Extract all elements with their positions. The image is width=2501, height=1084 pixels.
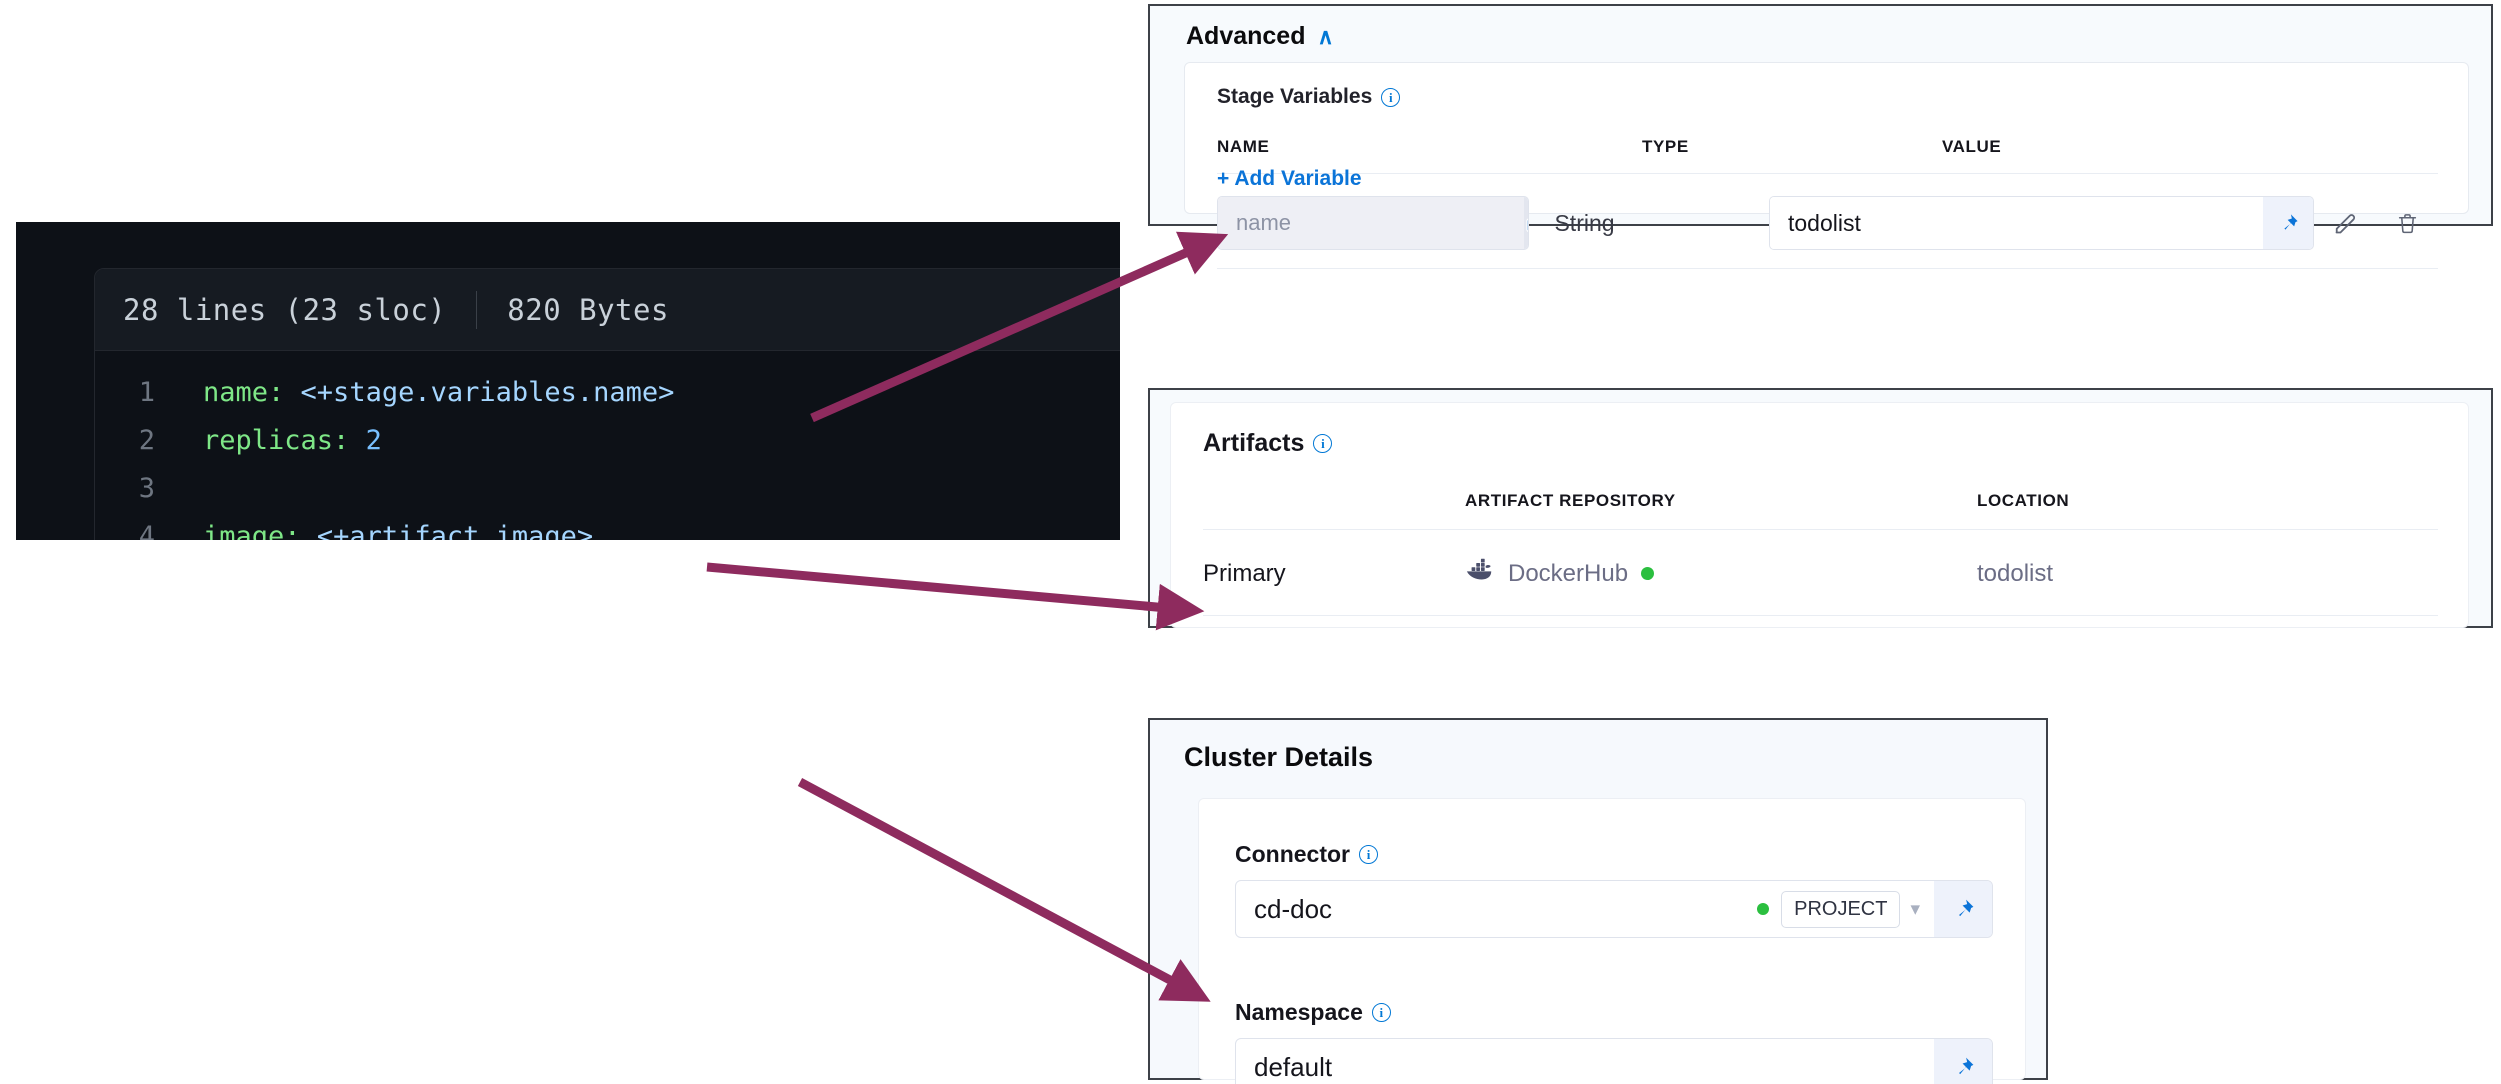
artifacts-divider-bottom xyxy=(1203,615,2438,616)
chevron-up-icon[interactable]: ∧ xyxy=(1317,23,1334,49)
artifacts-table: ARTIFACT REPOSITORY LOCATION Primary xyxy=(1203,491,2438,616)
stage-variables-card: Stage Variables i NAME TYPE VALUE xyxy=(1184,62,2469,269)
info-icon[interactable]: i xyxy=(1381,87,1401,107)
info-icon[interactable]: i xyxy=(1313,434,1333,453)
stage-variable-name-field[interactable] xyxy=(1217,196,1530,250)
column-header-location: LOCATION xyxy=(1977,491,2070,510)
yaml-number: 2 xyxy=(365,425,382,456)
artifact-kind: Primary xyxy=(1203,559,1286,587)
stage-variables-title: Stage Variables xyxy=(1217,85,1373,108)
advanced-header[interactable]: Advanced ∧ xyxy=(1150,6,2491,51)
connector-input-wrap[interactable]: PROJECT ▾ xyxy=(1235,880,1993,938)
edit-pencil-icon[interactable] xyxy=(2314,210,2376,237)
advanced-title: Advanced xyxy=(1186,22,1306,50)
artifacts-title-row: Artifacts i xyxy=(1171,403,2468,458)
code-line: 2 replicas: 2 xyxy=(95,417,1120,465)
code-line: 4 image: <+artifact.image> xyxy=(95,513,1120,540)
code-lines-count: 28 lines (23 sloc) xyxy=(123,292,447,327)
status-dot-connected xyxy=(1757,903,1770,915)
namespace-label-row: Namespace i xyxy=(1235,999,1993,1026)
yaml-expression: <+artifact.image> xyxy=(316,521,594,540)
artifacts-divider-top xyxy=(1203,529,2438,530)
code-file-meta: 28 lines (23 sloc) 820 Bytes xyxy=(95,269,1120,351)
pin-icon[interactable] xyxy=(1934,1039,1992,1084)
connector-field-group: Connector i PROJECT ▾ xyxy=(1235,841,1993,938)
artifacts-panel-bg: Artifacts i ARTIFACT REPOSITORY LOCATION… xyxy=(1150,390,2491,628)
stage-variables-table: NAME TYPE VALUE xyxy=(1217,137,2438,269)
pin-icon[interactable] xyxy=(1934,881,1992,937)
namespace-input-wrap[interactable] xyxy=(1235,1038,1993,1084)
code-viewer-panel: 28 lines (23 sloc) 820 Bytes 1 name: <+s… xyxy=(16,222,1120,540)
line-content: replicas: 2 xyxy=(203,417,382,465)
stage-variables-title-row: Stage Variables i xyxy=(1185,63,2468,109)
column-header-value: VALUE xyxy=(1942,137,2002,156)
artifacts-card: Artifacts i ARTIFACT REPOSITORY LOCATION… xyxy=(1170,402,2469,628)
namespace-field-group: Namespace i xyxy=(1235,999,1993,1084)
meta-divider xyxy=(476,290,478,329)
connector-label: Connector xyxy=(1235,841,1350,867)
code-line: 3 xyxy=(95,465,1120,513)
line-content: image: <+artifact.image> xyxy=(203,513,593,540)
docker-icon xyxy=(1465,558,1495,589)
column-header-name: NAME xyxy=(1217,137,1270,156)
cluster-details-card: Connector i PROJECT ▾ Na xyxy=(1198,798,2026,1084)
artifacts-panel: Artifacts i ARTIFACT REPOSITORY LOCATION… xyxy=(1148,388,2493,628)
artifacts-title: Artifacts xyxy=(1203,429,1305,457)
column-header-artifact-repository: ARTIFACT REPOSITORY xyxy=(1465,491,1676,510)
info-icon[interactable]: i xyxy=(1359,845,1378,864)
arrow-to-namespace-field xyxy=(797,778,1211,1002)
line-number: 1 xyxy=(138,377,155,408)
namespace-input[interactable] xyxy=(1236,1051,1934,1083)
table-divider-bottom xyxy=(1217,268,2438,269)
line-number: 2 xyxy=(138,425,155,456)
table-divider-top xyxy=(1217,173,2438,174)
yaml-expression: <+stage.variables.name> xyxy=(300,377,675,408)
connector-label-row: Connector i xyxy=(1235,841,1993,868)
code-line: 1 name: <+stage.variables.name> xyxy=(95,369,1120,417)
code-file-card: 28 lines (23 sloc) 820 Bytes 1 name: <+s… xyxy=(94,268,1120,540)
arrow-to-artifact-primary xyxy=(706,562,1205,631)
add-variable-button[interactable]: + Add Variable xyxy=(1217,167,1362,190)
line-number: 4 xyxy=(138,521,155,540)
delete-trash-icon[interactable] xyxy=(2376,211,2438,236)
cluster-details-title: Cluster Details xyxy=(1184,742,1374,772)
connector-scope-chip: PROJECT xyxy=(1781,890,1901,928)
advanced-panel: Advanced ∧ Stage Variables i NAME TYPE V… xyxy=(1148,4,2493,269)
stage-variable-value-cell xyxy=(1769,196,2438,250)
connector-input[interactable] xyxy=(1236,893,1758,925)
artifact-primary-row: Primary xyxy=(1203,530,2438,615)
stage-variable-row: String xyxy=(1217,174,2438,268)
column-header-blank xyxy=(1203,491,1465,511)
pin-icon[interactable] xyxy=(2263,197,2313,249)
stage-variable-value-field[interactable] xyxy=(1769,196,2314,250)
artifact-repository-cell: DockerHub xyxy=(1465,558,1977,589)
stage-variables-header-row: NAME TYPE VALUE xyxy=(1217,137,2438,173)
stage-variable-type: String xyxy=(1554,209,1615,236)
yaml-key: replicas: xyxy=(203,425,350,456)
stage-variable-name-input[interactable] xyxy=(1218,197,1524,249)
chevron-down-icon[interactable]: ▾ xyxy=(1910,898,1920,920)
namespace-label: Namespace xyxy=(1235,999,1363,1025)
line-content: name: <+stage.variables.name> xyxy=(203,369,674,417)
yaml-key: name: xyxy=(203,377,285,408)
code-lines: 1 name: <+stage.variables.name> 2 replic… xyxy=(95,351,1120,540)
stage-variable-value-input[interactable] xyxy=(1770,197,2263,249)
column-header-type: TYPE xyxy=(1642,137,1689,156)
advanced-panel-bg: Advanced ∧ Stage Variables i NAME TYPE V… xyxy=(1150,6,2491,269)
artifacts-header-row: ARTIFACT REPOSITORY LOCATION xyxy=(1203,491,2438,529)
cluster-details-panel: Cluster Details Connector i PROJECT ▾ xyxy=(1148,718,2048,1084)
code-file-size: 820 Bytes xyxy=(507,292,669,327)
status-dot-connected xyxy=(1641,567,1655,580)
line-number: 3 xyxy=(138,473,155,504)
info-icon[interactable]: i xyxy=(1371,1003,1391,1022)
artifact-repository-name: DockerHub xyxy=(1508,559,1629,587)
artifact-location: todolist xyxy=(1977,559,2054,587)
yaml-key: image: xyxy=(203,521,301,540)
